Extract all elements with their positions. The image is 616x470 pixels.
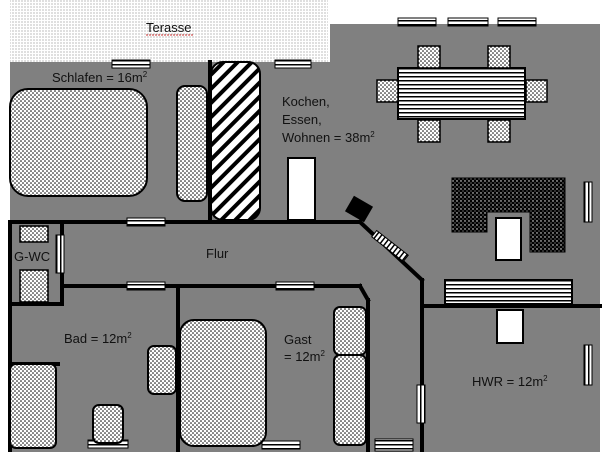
label-bedroom-name: Schlafen = 16m <box>52 70 143 85</box>
label-bedroom-sup: 2 <box>143 70 148 79</box>
label-guest-sup: 2 <box>321 349 326 358</box>
wardrobe-bedroom <box>176 85 208 202</box>
wc-sink <box>19 225 49 243</box>
label-kitchen-sup: 2 <box>370 130 375 139</box>
label-bath-sup: 2 <box>127 331 132 340</box>
bathtub <box>9 363 57 449</box>
label-terrace: Terasse <box>146 20 192 35</box>
bath-toilet <box>92 404 124 444</box>
bed <box>9 88 148 197</box>
guest-wardrobe-top <box>333 306 367 356</box>
terrace-area <box>10 0 328 62</box>
label-kitchen-name: Wohnen = 38m <box>282 130 370 145</box>
utility-shelf <box>444 279 573 305</box>
dining-table <box>397 67 526 120</box>
kitchen-stool <box>495 217 522 261</box>
label-hall: Flur <box>206 246 229 261</box>
bath-sink <box>147 345 177 395</box>
kitchen-counter <box>451 177 566 253</box>
label-kitchen-1: Kochen, <box>282 94 330 109</box>
guest-wardrobe-bottom <box>333 354 367 446</box>
fridge <box>287 157 316 221</box>
label-bath-name: Bad = 12m <box>64 331 127 346</box>
dining-chairs <box>376 45 548 143</box>
label-kitchen-3: Wohnen = 38m2 <box>282 130 375 145</box>
guest-bed <box>179 319 267 447</box>
utility-box <box>496 309 524 344</box>
chimney <box>210 61 261 221</box>
label-guest-name: = 12m <box>284 349 321 364</box>
label-utility-sup: 2 <box>543 374 548 383</box>
label-bath: Bad = 12m2 <box>64 331 132 346</box>
label-utility-name: HWR = 12m <box>472 374 543 389</box>
label-utility: HWR = 12m2 <box>472 374 548 389</box>
label-guest-wc: G-WC <box>14 249 50 264</box>
wc-toilet <box>19 269 49 303</box>
stove-black <box>344 195 374 223</box>
label-guest-1: Gast <box>284 332 312 347</box>
label-guest-2: = 12m2 <box>284 349 326 364</box>
label-kitchen-2: Essen, <box>282 112 322 127</box>
label-bedroom: Schlafen = 16m2 <box>52 70 148 85</box>
